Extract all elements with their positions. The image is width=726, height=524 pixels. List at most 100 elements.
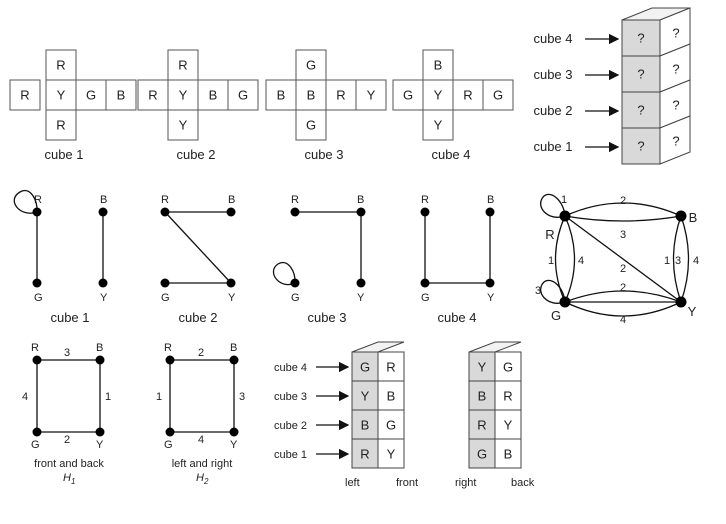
g1-R: R <box>34 194 42 206</box>
sol-label-cube3: cube 3 <box>274 391 307 403</box>
h1-e-right: 1 <box>105 391 111 403</box>
cube-graph-3: R B G Y cube 3 <box>272 194 366 325</box>
net-3-m1: B <box>307 87 316 102</box>
cube-net-2: R R Y B G Y cube 2 <box>137 49 259 162</box>
g4-G: G <box>421 292 430 304</box>
cg-e9: 2 <box>620 282 626 294</box>
h2-R: R <box>164 342 172 354</box>
q-label-cube2: cube 2 <box>533 103 572 118</box>
cg-Y: Y <box>688 304 697 319</box>
combined-graph: R B G Y 1 2 3 1 4 2 1 3 4 2 3 4 <box>535 193 699 326</box>
q-label-cube4: cube 4 <box>533 31 572 46</box>
sol-label-cube1: cube 1 <box>274 449 307 461</box>
cube-net-1: R R Y G B R cube 1 <box>9 49 137 162</box>
net-3-m3: Y <box>367 87 376 102</box>
cube-net-4: B G Y R G Y cube 4 <box>392 49 514 162</box>
g1-B: B <box>100 194 107 206</box>
net-4-bottom: Y <box>434 117 443 132</box>
net-3-bottom: G <box>306 117 316 132</box>
net-1-top: R <box>56 57 65 72</box>
g4-Y: Y <box>487 292 495 304</box>
cube-net-3: G B B R Y G cube 3 <box>265 49 387 162</box>
cube-graph-4: R B G Y cube 4 <box>420 194 495 325</box>
g4-R: R <box>421 194 429 206</box>
cg-e7: 3 <box>675 255 681 267</box>
rb-c2-back: Y <box>504 417 513 432</box>
h1-e-left: 4 <box>22 391 28 403</box>
h2-e-right: 3 <box>239 391 245 403</box>
cg-e8: 4 <box>693 255 699 267</box>
q-mark-2a: ? <box>637 102 644 117</box>
lf-c1-left: R <box>360 446 369 461</box>
h2-e-top: 2 <box>198 347 204 359</box>
q-mark-1a: ? <box>637 138 644 153</box>
cube-graph-1: R B G Y cube 1 <box>13 189 108 325</box>
rb-c3-back: R <box>503 388 512 403</box>
net-3-caption: cube 3 <box>304 147 343 162</box>
g1-Y: Y <box>100 292 108 304</box>
g2-G: G <box>161 292 170 304</box>
net-2-m0: R <box>148 87 157 102</box>
q-mark-1b: ? <box>672 133 679 148</box>
g3-R: R <box>291 194 299 206</box>
g3-caption: cube 3 <box>307 310 346 325</box>
cg-e5: 2 <box>620 263 626 275</box>
q-mark-4a: ? <box>637 30 644 45</box>
net-4-m2: R <box>463 87 472 102</box>
cg-e11: 4 <box>620 314 626 326</box>
q-mark-3b: ? <box>672 61 679 76</box>
rb-c4-right: Y <box>478 359 487 374</box>
subgraph-h1: R B G Y 3 4 1 2 front and back H 1 <box>22 342 111 486</box>
g2-B: B <box>228 194 235 206</box>
sol-label-cube2: cube 2 <box>274 420 307 432</box>
h1-symbol: H <box>63 472 71 484</box>
q-mark-4b: ? <box>672 25 679 40</box>
q-label-cube1: cube 1 <box>533 139 572 154</box>
g4-B: B <box>487 194 494 206</box>
h1-e-top: 3 <box>64 347 70 359</box>
net-1-m2: G <box>86 87 96 102</box>
g2-Y: Y <box>228 292 236 304</box>
cg-e0: 1 <box>561 194 567 206</box>
h2-symbol: H <box>196 472 204 484</box>
net-1-m1: Y <box>57 87 66 102</box>
net-4-m3: G <box>493 87 503 102</box>
h2-e-bottom: 4 <box>198 434 204 446</box>
h2-B: B <box>230 342 237 354</box>
net-1-caption: cube 1 <box>44 147 83 162</box>
net-1-bottom: R <box>56 117 65 132</box>
net-3-top: G <box>306 57 316 72</box>
question-stack: ? ? ? ? ? ? ? ? cube 4 cube 3 cube 2 cub… <box>533 7 691 165</box>
cube-graph-2: R B G Y cube 2 <box>160 194 236 325</box>
lf-c4-front: R <box>386 359 395 374</box>
net-1-m3: B <box>117 87 126 102</box>
net-2-m2: B <box>209 87 218 102</box>
sol-label-cube4: cube 4 <box>274 362 307 374</box>
h2-e-left: 1 <box>156 391 162 403</box>
label-front: front <box>396 477 418 489</box>
cg-e4: 4 <box>578 255 584 267</box>
g3-Y: Y <box>357 292 365 304</box>
net-2-m1: Y <box>179 87 188 102</box>
solution-stack-right-back: Y G B R R Y G B right back <box>455 341 535 489</box>
h1-Y: Y <box>96 439 104 451</box>
h1-B: B <box>96 342 103 354</box>
q-mark-3a: ? <box>637 66 644 81</box>
net-2-m3: G <box>238 87 248 102</box>
net-4-caption: cube 4 <box>431 147 470 162</box>
net-2-bottom: Y <box>179 117 188 132</box>
rb-c2-right: R <box>477 417 486 432</box>
h2-Y: Y <box>230 439 238 451</box>
lf-c2-left: B <box>361 417 370 432</box>
label-left: left <box>345 477 360 489</box>
net-4-m0: G <box>403 87 413 102</box>
rb-c1-back: B <box>504 446 513 461</box>
net-3-m0: B <box>277 87 286 102</box>
h2-caption: left and right <box>172 458 233 470</box>
h1-subscript: 1 <box>71 477 75 486</box>
h2-subscript: 2 <box>203 477 209 486</box>
lf-c4-left: G <box>360 359 370 374</box>
h2-G: G <box>164 439 173 451</box>
net-2-caption: cube 2 <box>176 147 215 162</box>
h1-R: R <box>31 342 39 354</box>
